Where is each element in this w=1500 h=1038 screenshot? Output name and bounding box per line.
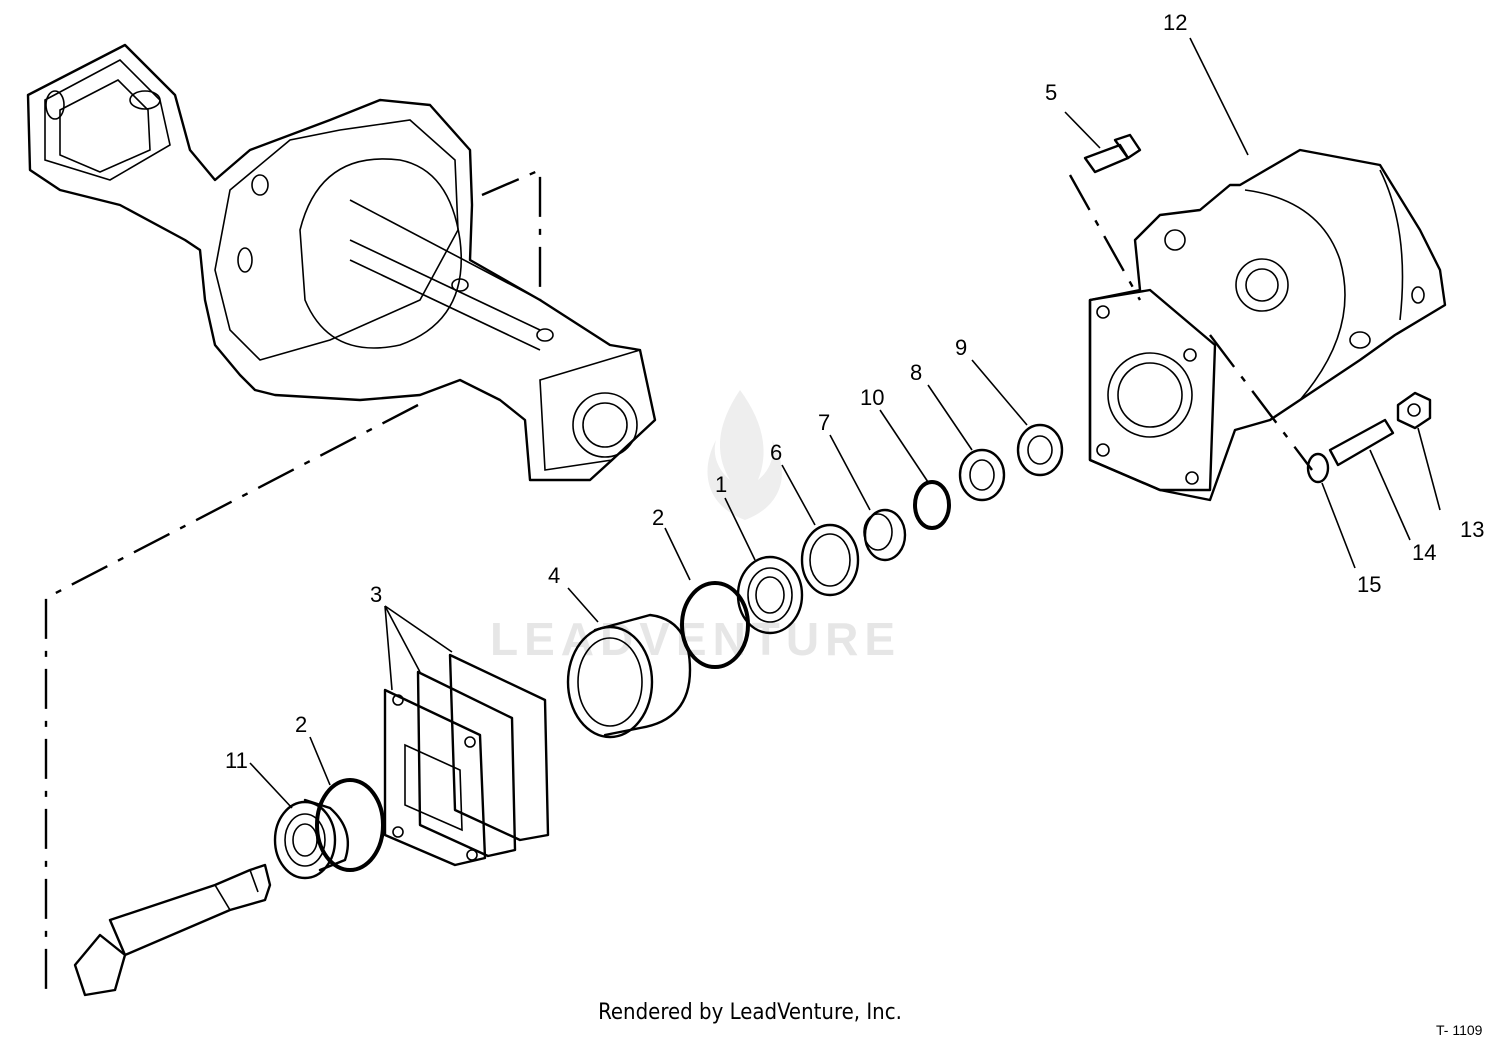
part-13-nut <box>1396 391 1432 430</box>
part-2-o-ring <box>680 581 750 669</box>
callout-8: 8 <box>910 360 922 385</box>
callout-9: 9 <box>955 335 967 360</box>
part-3-shims <box>383 653 550 867</box>
watermark-flame-icon <box>707 390 782 520</box>
callout-1: 1 <box>715 472 727 497</box>
callout-3: 3 <box>370 582 382 607</box>
part-10-snap-ring <box>913 480 951 530</box>
render-credit: Rendered by LeadVenture, Inc. <box>598 1000 902 1025</box>
callout-15: 15 <box>1357 572 1381 597</box>
figure-reference: T- 1109 <box>1436 1022 1483 1038</box>
callout-2: 2 <box>652 505 664 530</box>
callout-10: 10 <box>860 385 884 410</box>
part-12-gear-case <box>1088 148 1447 502</box>
callout-2-lower: 2 <box>295 712 307 737</box>
callout-6: 6 <box>770 440 782 465</box>
part-9-nut <box>1016 423 1064 477</box>
part-8-lock-washer <box>958 448 1006 502</box>
pinion-shaft <box>73 863 272 997</box>
callout-13: 13 <box>1460 517 1484 542</box>
part-11-bearing <box>273 798 350 880</box>
part-2-o-ring-lower <box>315 778 385 872</box>
part-4-bearing-housing <box>566 613 692 739</box>
callout-7: 7 <box>818 410 830 435</box>
part-6-seal <box>800 523 860 597</box>
part-14-stud <box>1328 418 1395 467</box>
callout-11: 11 <box>225 748 248 773</box>
alignment-lines <box>44 168 1313 990</box>
part-15-washer <box>1306 452 1330 484</box>
leader-lines <box>249 37 1441 809</box>
part-5-bolt <box>1083 133 1142 174</box>
callout-14: 14 <box>1412 540 1436 565</box>
callouts: 12 5 9 8 10 7 6 1 2 4 3 2 11 13 14 15 <box>225 10 1484 773</box>
transmission-housing <box>26 43 657 482</box>
callout-4: 4 <box>548 563 560 588</box>
part-7-spacer <box>863 508 907 562</box>
callout-12: 12 <box>1163 10 1187 35</box>
callout-5: 5 <box>1045 80 1057 105</box>
